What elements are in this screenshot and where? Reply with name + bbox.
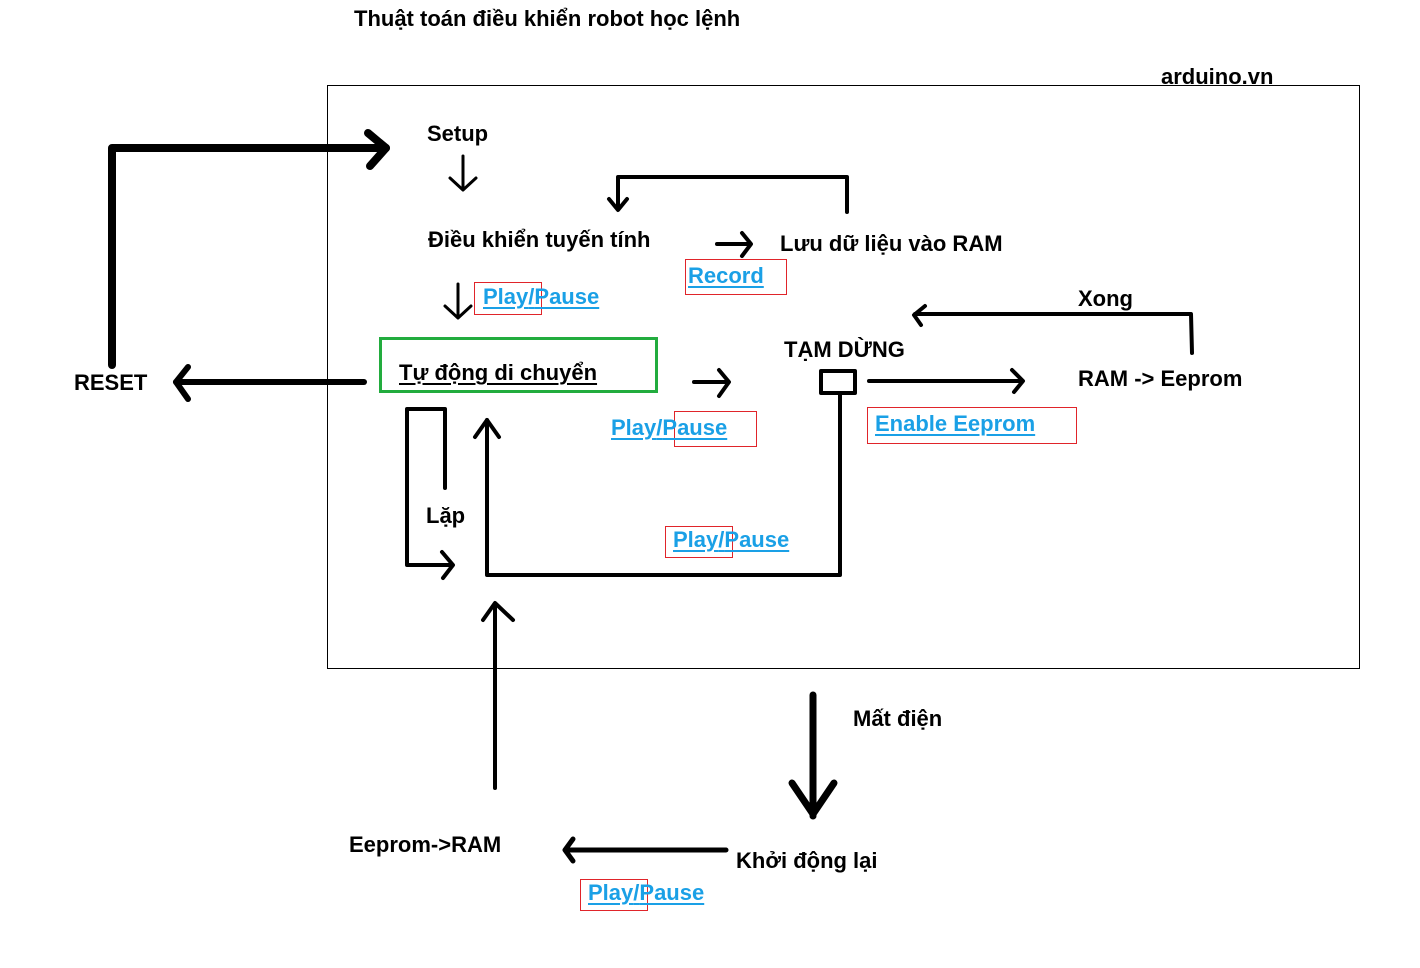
play-pause-button-1[interactable]: Play/Pause <box>483 286 599 308</box>
eeprom-up-arrow <box>481 601 515 790</box>
node-pause: TẠM DỪNG <box>784 337 905 362</box>
node-reset: RESET <box>74 370 148 395</box>
pause-to-eeprom-arrow <box>867 368 1025 394</box>
label-power-loss: Mất điện <box>853 706 943 731</box>
diagram-title: Thuật toán điều khiển robot học lệnh <box>354 6 741 31</box>
play-pause-button-4[interactable]: Play/Pause <box>588 882 704 904</box>
play-highlight-1 <box>474 282 542 315</box>
play-highlight-4 <box>580 879 648 911</box>
play-highlight-3 <box>665 526 733 558</box>
watermark: arduino.vn <box>1161 64 1274 89</box>
enable-eeprom-button[interactable]: Enable Eeprom <box>875 411 1036 436</box>
pause-label[interactable]: Pause <box>639 880 705 905</box>
power-loss-arrow <box>788 691 838 820</box>
pause-toggle-box <box>819 369 857 395</box>
loop-arrow <box>405 407 455 580</box>
main-frame <box>327 85 1360 669</box>
restart-to-eeprom-arrow <box>562 836 729 864</box>
node-linear-control: Điều khiển tuyến tính <box>428 227 651 252</box>
linear-to-save-arrow <box>715 231 753 258</box>
pause-label[interactable]: Pause <box>662 415 728 440</box>
setup-down-arrow <box>448 154 478 192</box>
active-state-box <box>379 337 658 393</box>
separator: / <box>718 527 725 552</box>
label-loop: Lặp <box>426 503 466 528</box>
auto-to-pause-arrow <box>692 368 731 398</box>
enable-eeprom-highlight <box>867 407 1077 444</box>
pause-highlight-2 <box>674 411 757 447</box>
node-eeprom-to-ram: Eeprom->RAM <box>349 832 502 857</box>
node-save-ram: Lưu dữ liệu vào RAM <box>780 231 1003 256</box>
node-restart: Khởi động lại <box>736 848 878 873</box>
label-done: Xong <box>1078 286 1133 311</box>
play-pause-button-2[interactable]: Play/Pause <box>611 417 727 439</box>
record-button[interactable]: Record <box>688 263 764 288</box>
done-feedback-arrow <box>912 304 1194 355</box>
pause-to-auto-arrow <box>473 393 842 577</box>
auto-to-reset-arrow <box>173 364 367 402</box>
record-highlight <box>685 259 787 295</box>
play-pause-button-3[interactable]: Play/Pause <box>673 529 789 551</box>
linear-down-arrow <box>443 282 473 320</box>
play-label[interactable]: Play <box>673 527 719 552</box>
pause-label[interactable]: Pause <box>724 527 790 552</box>
node-ram-to-eeprom: RAM -> Eeprom <box>1078 366 1243 391</box>
reset-to-setup-arrow <box>108 129 390 369</box>
play-label[interactable]: Play <box>611 415 657 440</box>
play-label[interactable]: Play <box>483 284 529 309</box>
separator: / <box>656 415 663 440</box>
separator: / <box>528 284 535 309</box>
node-setup: Setup <box>427 121 489 146</box>
play-label[interactable]: Play <box>588 880 634 905</box>
save-ram-feedback-arrow <box>607 175 849 214</box>
pause-label[interactable]: Pause <box>534 284 600 309</box>
separator: / <box>633 880 640 905</box>
node-auto-move: Tự động di chuyển <box>399 360 598 385</box>
